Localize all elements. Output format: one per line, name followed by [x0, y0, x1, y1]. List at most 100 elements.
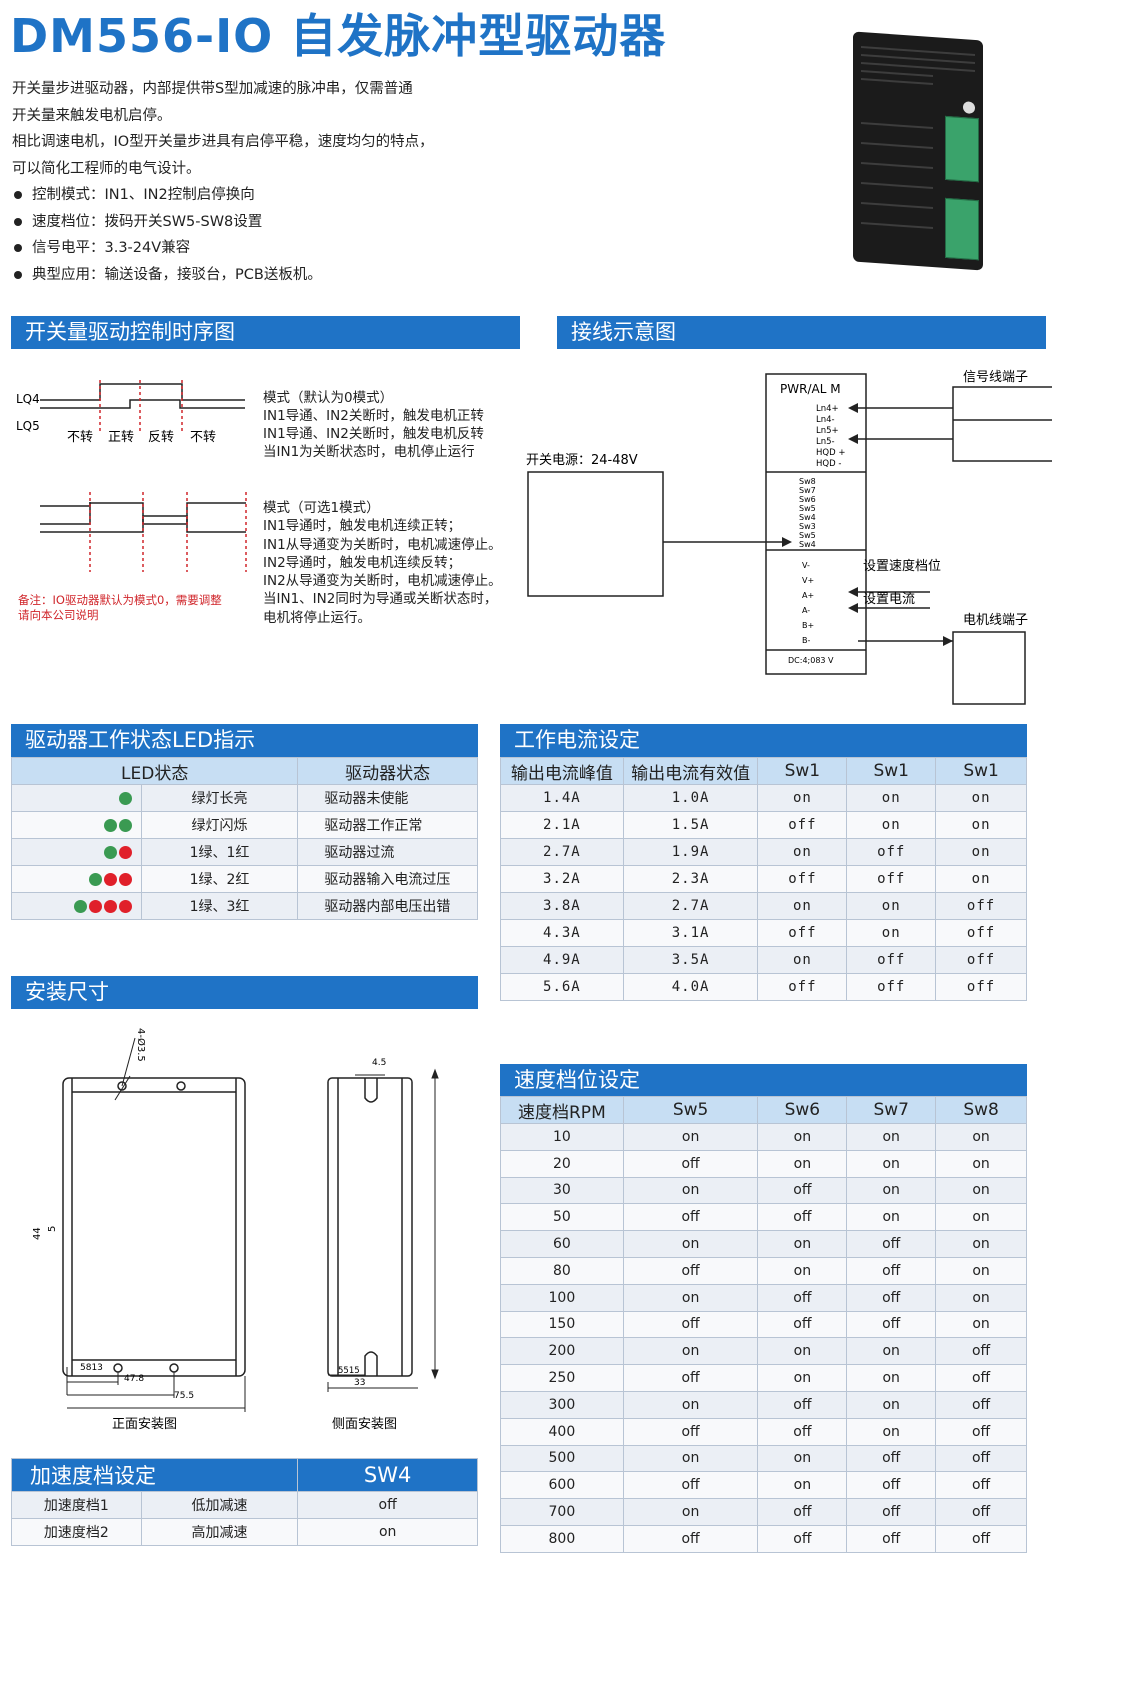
speed-cell: 250	[500, 1364, 624, 1392]
dim-label: 33	[354, 1378, 365, 1388]
bullet-item: 速度档位：拨码开关SW5-SW8设置	[12, 209, 492, 236]
signal-terminal-label: 信号线端子	[963, 370, 1028, 385]
current-cell: 4.3A	[500, 919, 624, 947]
mode1-line: IN2导通时，触发电机连续反转；	[263, 554, 462, 571]
speed-cell: off	[935, 1390, 1027, 1419]
accel-cell: 低加减速	[140, 1491, 299, 1519]
speed-cell: on	[622, 1337, 759, 1366]
green-led-icon	[73, 899, 87, 913]
current-cell: on	[935, 784, 1027, 812]
speed-cell: off	[622, 1310, 759, 1339]
current-cell: 1.9A	[622, 838, 759, 866]
led-indicator-cell	[11, 811, 142, 839]
speed-cell: on	[935, 1123, 1027, 1151]
mode1-line: IN1从导通变为关断时，电机减速停止。	[263, 536, 502, 553]
speed-cell: 200	[500, 1337, 624, 1366]
led-state-cell: 驱动器工作正常	[297, 811, 478, 839]
green-led-icon	[103, 845, 117, 859]
current-cell: off	[846, 865, 937, 893]
led-state-cell: 驱动器过流	[297, 838, 478, 866]
led-header: 驱动器工作状态LED指示	[11, 724, 478, 757]
current-cell: on	[846, 919, 937, 947]
speed-col-header: Sw7	[846, 1096, 937, 1124]
led-row: 1绿、3红驱动器内部电压出错	[11, 892, 478, 920]
speed-cell: on	[935, 1256, 1027, 1285]
pin-label: Sw3	[799, 522, 816, 531]
front-view-label: 正面安装图	[112, 1417, 177, 1432]
page-title: DM556-IO 自发脉冲型驱动器	[10, 9, 667, 63]
bullet-item: 控制模式：IN1、IN2控制启停换向	[12, 182, 492, 209]
current-header: 工作电流设定	[500, 724, 1027, 757]
current-col-header: Sw1	[846, 757, 937, 785]
mode1-line: 电机将停止运行。	[263, 609, 371, 626]
speed-cell: 100	[500, 1283, 624, 1312]
state-label: 正转	[108, 430, 134, 445]
speed-col-header: Sw6	[757, 1096, 848, 1124]
speed-cell: 60	[500, 1230, 624, 1258]
speed-cell: on	[622, 1176, 759, 1205]
install-drawing: 4-Ø3.5 44 5 5813 47.8 75.5 4.5 5515 33 正…	[32, 1028, 439, 1432]
intro-line: 可以简化工程师的电气设计。	[12, 160, 201, 177]
led-desc-cell: 绿灯长亮	[140, 784, 299, 812]
state-label: 不转	[67, 430, 93, 445]
speed-cell: on	[757, 1364, 848, 1392]
current-cell: 2.1A	[500, 811, 624, 839]
pin-label: Sw6	[799, 495, 816, 504]
speed-cell: on	[846, 1149, 937, 1178]
speed-cell: on	[757, 1123, 848, 1151]
dim-label: 75.5	[174, 1391, 194, 1401]
pin-label: B-	[802, 636, 810, 645]
speed-cell: on	[846, 1176, 937, 1205]
mode0-line: 当IN1为关断状态时，电机停止运行	[263, 444, 475, 460]
led-row: 绿灯长亮驱动器未使能	[11, 784, 478, 812]
pin-label: B+	[802, 621, 814, 630]
current-cell: on	[935, 811, 1027, 839]
led-row: 1绿、2红驱动器输入电流过压	[11, 865, 478, 893]
accel-cell: 加速度档2	[11, 1518, 142, 1546]
speed-cell: 800	[500, 1524, 624, 1553]
speed-cell: off	[935, 1471, 1027, 1500]
speed-cell: off	[846, 1256, 937, 1285]
led-desc-cell: 绿灯闪烁	[140, 811, 299, 839]
speed-cell: on	[757, 1471, 848, 1500]
pin-label: Ln4-	[816, 415, 835, 425]
speed-cell: on	[757, 1337, 848, 1366]
led-indicator-cell	[11, 784, 142, 812]
intro-text: 开关量步进驱动器，内部提供带S型加减速的脉冲串，仅需普通 开关量来触发电机启停。…	[12, 76, 492, 288]
led-row: 绿灯闪烁驱动器工作正常	[11, 811, 478, 839]
accel-cell: 高加减速	[140, 1518, 299, 1546]
speed-cell: off	[622, 1417, 759, 1446]
pin-label: Sw5	[799, 531, 816, 540]
speed-cell: on	[846, 1123, 937, 1151]
mode0-line: 模式（默认为0模式）	[263, 390, 394, 406]
led-row: 1绿、1红驱动器过流	[11, 838, 478, 866]
wiring-header: 接线示意图	[557, 316, 1046, 349]
dim-label: 5515	[338, 1366, 360, 1376]
current-cell: 2.7A	[500, 838, 624, 866]
bullet-item: 典型应用：输送设备，接驳台，PCB送板机。	[12, 262, 492, 289]
speed-cell: 150	[500, 1310, 624, 1339]
dim-label: 5813	[80, 1363, 103, 1373]
current-cell: 1.4A	[500, 784, 624, 812]
current-cell: off	[935, 973, 1027, 1001]
speed-cell: 80	[500, 1256, 624, 1285]
speed-cell: on	[846, 1364, 937, 1392]
height-dim-2: 5	[47, 1226, 58, 1232]
install-header: 安装尺寸	[11, 976, 478, 1009]
current-col-header: Sw1	[757, 757, 848, 785]
wiring-diagram: PWR/AL M Ln4+ Ln4- Ln5+ Ln5- HQD + HQD -…	[526, 370, 1052, 705]
speed-cell: off	[935, 1364, 1027, 1392]
current-cell: 3.1A	[622, 919, 759, 947]
